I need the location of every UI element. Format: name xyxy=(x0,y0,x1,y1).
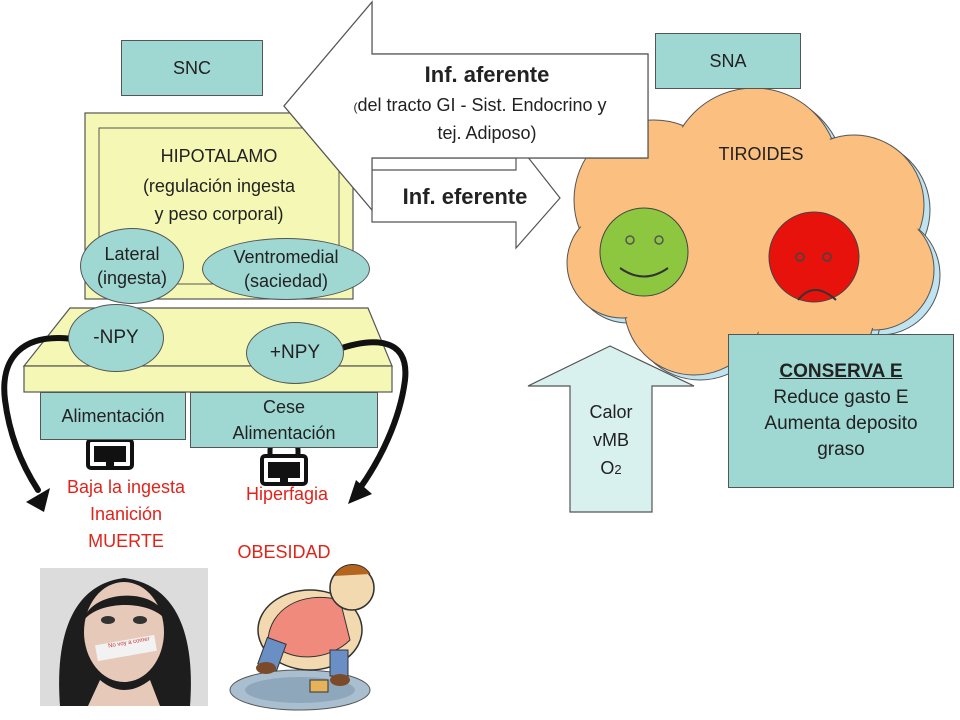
baja-line3: MUERTE xyxy=(88,531,164,551)
lateral-ellipse: Lateral (ingesta) xyxy=(80,228,184,304)
ventromedial-sub: (saciedad) xyxy=(243,271,329,291)
npy-plus-ellipse: +NPY xyxy=(246,322,344,384)
hipotalamo-sub2: y peso corporal) xyxy=(154,204,284,224)
hiperfagia-text: Hiperfagia xyxy=(245,484,329,504)
o2-sub: 2 xyxy=(614,462,622,477)
o2-label: O2 xyxy=(570,454,652,484)
npy-plus-label: +NPY xyxy=(269,342,321,363)
lateral-sub: (ingesta) xyxy=(96,268,168,288)
alimentacion-box: Alimentación xyxy=(40,392,186,440)
cese-alimentacion-box: Cese Alimentación xyxy=(190,392,378,448)
inf-aferente-title: Inf. aferente xyxy=(424,62,550,87)
baja-ingesta-text: Baja la ingesta Inanición MUERTE xyxy=(36,474,216,555)
tiroides-label: TIROIDES xyxy=(718,144,804,164)
npy-minus-ellipse: -NPY xyxy=(68,304,164,372)
happy-face-icon xyxy=(599,207,689,297)
inf-aferente-sub1: (del tracto GI - Sist. Endocrino y xyxy=(300,95,660,116)
calor-label: Calor xyxy=(589,402,633,422)
npy-minus-label: -NPY xyxy=(93,327,139,348)
lateral-label: Lateral xyxy=(104,244,160,264)
hipotalamo-title: HIPOTALAMO xyxy=(160,146,278,166)
left-curved-arrow xyxy=(1,335,83,493)
inf-aferente-sub1-text: del tracto GI - Sist. Endocrino y xyxy=(357,95,607,115)
cese-sub: Alimentación xyxy=(232,423,336,443)
inf-aferente-sub2: tej. Adiposo) xyxy=(437,123,537,143)
baja-line2: Inanición xyxy=(89,504,163,524)
inf-eferente-arrow xyxy=(371,140,561,250)
cartoon-obese-kid xyxy=(229,564,375,711)
inf-eferente-title: Inf. eferente xyxy=(402,184,528,209)
conserva-line1: Reduce gasto E xyxy=(773,387,909,408)
o2-text: O xyxy=(600,458,615,478)
sad-face-icon xyxy=(768,211,860,303)
calor-arrow-text: Calor vMB O2 xyxy=(570,398,652,484)
baja-line1: Baja la ingesta xyxy=(66,477,186,497)
ventromedial-label: Ventromedial xyxy=(233,247,339,267)
photo-girl xyxy=(40,568,208,706)
conserva-title: CONSERVA E xyxy=(779,361,903,382)
ventromedial-ellipse: Ventromedial (saciedad) xyxy=(202,238,370,300)
hipotalamo-sub1: (regulación ingesta xyxy=(142,176,296,196)
conserva-e-box: CONSERVA E Reduce gasto E Aumenta deposi… xyxy=(728,334,954,488)
conserva-line2: Aumenta deposito xyxy=(764,413,918,434)
vmb-label: vMB xyxy=(593,430,629,450)
paren-open: ( xyxy=(353,100,358,114)
obesidad-text: OBESIDAD xyxy=(237,542,331,562)
cese-label: Cese xyxy=(262,397,306,417)
hipotalamo-base-front xyxy=(23,365,393,393)
calor-up-arrow xyxy=(527,345,695,513)
conserva-line3: graso xyxy=(817,439,865,460)
snc-box: SNC xyxy=(121,40,263,96)
right-curved-arrow xyxy=(333,339,409,491)
sna-box: SNA xyxy=(655,33,801,89)
